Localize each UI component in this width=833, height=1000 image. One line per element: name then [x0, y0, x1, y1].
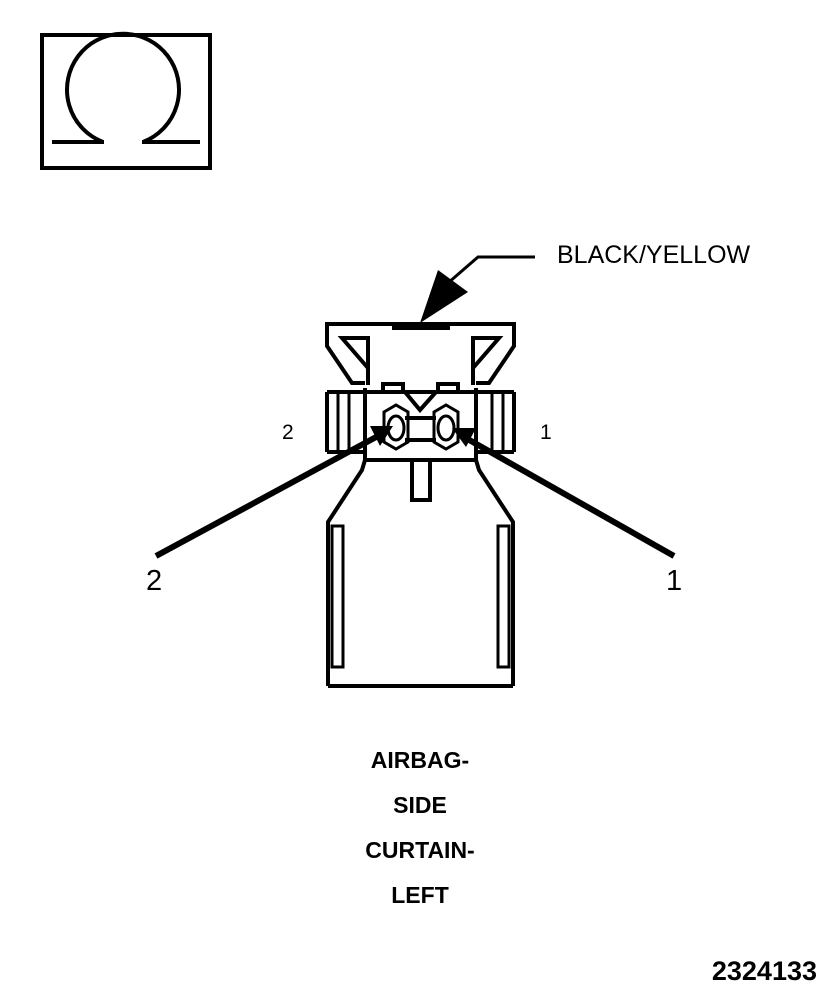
cavity-1-label: 1 — [540, 421, 552, 444]
pin-2-leader — [154, 426, 393, 559]
connector-name-line: CURTAIN- — [365, 837, 475, 863]
connector-name-line: SIDE — [393, 792, 447, 818]
pin-1-label: 1 — [666, 565, 683, 597]
connector-name-line: LEFT — [391, 882, 449, 908]
wire-color-label: BLACK/YELLOW — [557, 241, 751, 269]
figure-number: 2324133 — [711, 956, 817, 986]
pin-2-label: 2 — [146, 565, 163, 597]
ohm-symbol-icon — [40, 31, 212, 170]
wire-color-leader — [420, 255, 535, 323]
pin-1-leader — [452, 428, 676, 559]
pin-cavity-1 — [432, 403, 460, 451]
connector-body — [325, 322, 516, 688]
connector-name: AIRBAG- SIDE CURTAIN- LEFT — [270, 738, 570, 918]
cavity-2-label: 2 — [282, 421, 294, 444]
connector-name-line: AIRBAG- — [370, 747, 470, 773]
